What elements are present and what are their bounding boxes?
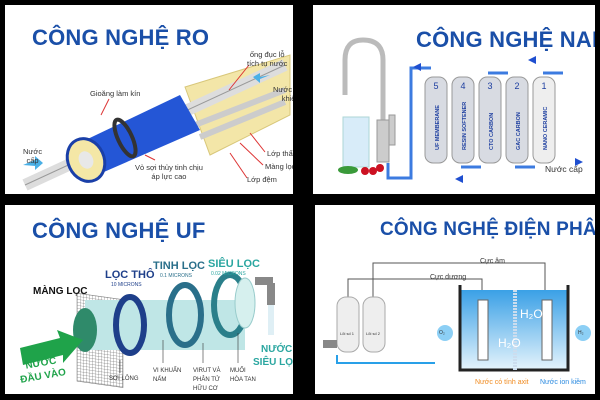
cathode-electrode (541, 299, 553, 361)
electrolysis-panel: CÔNG NGHỆ ĐIỆN PHÂN Cực âm Cực dương Lõi… (315, 205, 595, 394)
flow-arrow-icon (413, 63, 421, 71)
filter-cartridge (532, 76, 556, 164)
uf-ring-fine (166, 282, 204, 348)
uf-caption-fibers: SỢI LÔNG (109, 376, 139, 382)
water-glass-icon (342, 116, 370, 168)
faucet-icon (342, 37, 386, 155)
ro-title: CÔNG NGHỆ RO (32, 25, 210, 50)
filter-name: UF MEMBERANE (435, 105, 441, 150)
tap-icon (323, 340, 337, 348)
filter-name: NANO CERAMIC (543, 107, 549, 150)
ro-label-spacer: Lớp đệm (247, 175, 277, 184)
ro-label-seal: Gioăng làm kín (90, 89, 141, 98)
ro-layer-stripe (198, 99, 287, 140)
core-1-label: Lõi số 1 (340, 331, 355, 336)
cathode-wire (372, 262, 546, 297)
uf-ultra-sub: 0.02 MICRONS (211, 271, 246, 277)
filter-name: GAC CARBON (516, 112, 522, 150)
flow-arrow-icon (575, 158, 583, 166)
h2-bubble-icon (575, 325, 591, 341)
nano-title: CÔNG NGHỆ NANO (416, 27, 595, 52)
cherry-icon (361, 167, 369, 175)
anode-electrode (477, 299, 489, 361)
inlet-arrow-icon (20, 330, 83, 365)
core-2-label: Lõi số 2 (366, 331, 381, 336)
filter-cartridge (451, 76, 475, 164)
o2-label: O₂ (439, 330, 445, 336)
filter-name: RESIN SOFTENER (462, 102, 468, 150)
uf-panel: CÔNG NGHỆ UF MÀNG LỌC LỌC THÔ 10 MICRONS… (5, 205, 293, 394)
leaf-icon (338, 166, 358, 174)
pure-arrow-icon (253, 73, 270, 83)
tap-icon (255, 277, 273, 285)
filter-cartridge (424, 76, 448, 164)
flow-arrow-icon (455, 175, 463, 183)
filter-number: 5 (433, 81, 438, 91)
h2o-right: H₂O (520, 307, 543, 321)
o2-bubble-icon (437, 325, 453, 341)
h2o-left: H₂O (498, 336, 521, 350)
ro-label-membrane: Màng lọc (265, 162, 293, 171)
flow-arrow-icon (528, 56, 536, 64)
filter-name: CTO CARBON (489, 113, 495, 150)
core-2 (362, 296, 386, 353)
uf-coarse-sub: 10 MICRONS (111, 282, 142, 288)
uf-title: CÔNG NGHỆ UF (32, 218, 206, 243)
filter-cartridge (505, 76, 529, 164)
uf-fine-label: TINH LỌC (153, 260, 205, 272)
h2-label: H₂ (578, 330, 584, 336)
electrolysis-title: CÔNG NGHỆ ĐIỆN PHÂN (380, 219, 595, 240)
filter-number: 4 (460, 81, 465, 91)
core-1 (336, 296, 360, 353)
filter-number: 3 (487, 81, 492, 91)
nano-inlet-label: Nước cấp (545, 164, 583, 174)
ro-label-pure: Nước tinhkhiết (273, 85, 293, 103)
filter-number: 2 (514, 81, 519, 91)
ro-seal-ring (112, 117, 138, 159)
alkaline-water-label: Nước ion kiềm (540, 379, 586, 386)
ro-layer-stripe (193, 87, 287, 128)
acid-water-label: Nước có tính axit (475, 379, 529, 386)
ro-label-permeate: Lớp thẩm thấu (267, 149, 293, 158)
ro-cylinder (75, 95, 200, 175)
anode-label: Cực dương (430, 274, 467, 281)
uf-ring-coarse (113, 294, 147, 356)
cathode-label: Cực âm (480, 258, 505, 265)
filter-cartridge (478, 76, 502, 164)
uf-filter-illustration (20, 272, 275, 388)
uf-fine-sub: 0.1 MICRONS (160, 273, 192, 279)
ro-membrane-illustration (22, 54, 291, 191)
electrolysis-illustration (323, 262, 591, 372)
uf-coarse-label: LỌC THÔ (105, 269, 155, 281)
filter-number: 1 (541, 81, 546, 91)
uf-ultra-label: SIÊU LỌC (208, 258, 260, 270)
uf-mesh-label: MÀNG LỌC (33, 286, 88, 297)
feed-arrow-icon (23, 156, 43, 170)
anode-wire (347, 278, 483, 297)
